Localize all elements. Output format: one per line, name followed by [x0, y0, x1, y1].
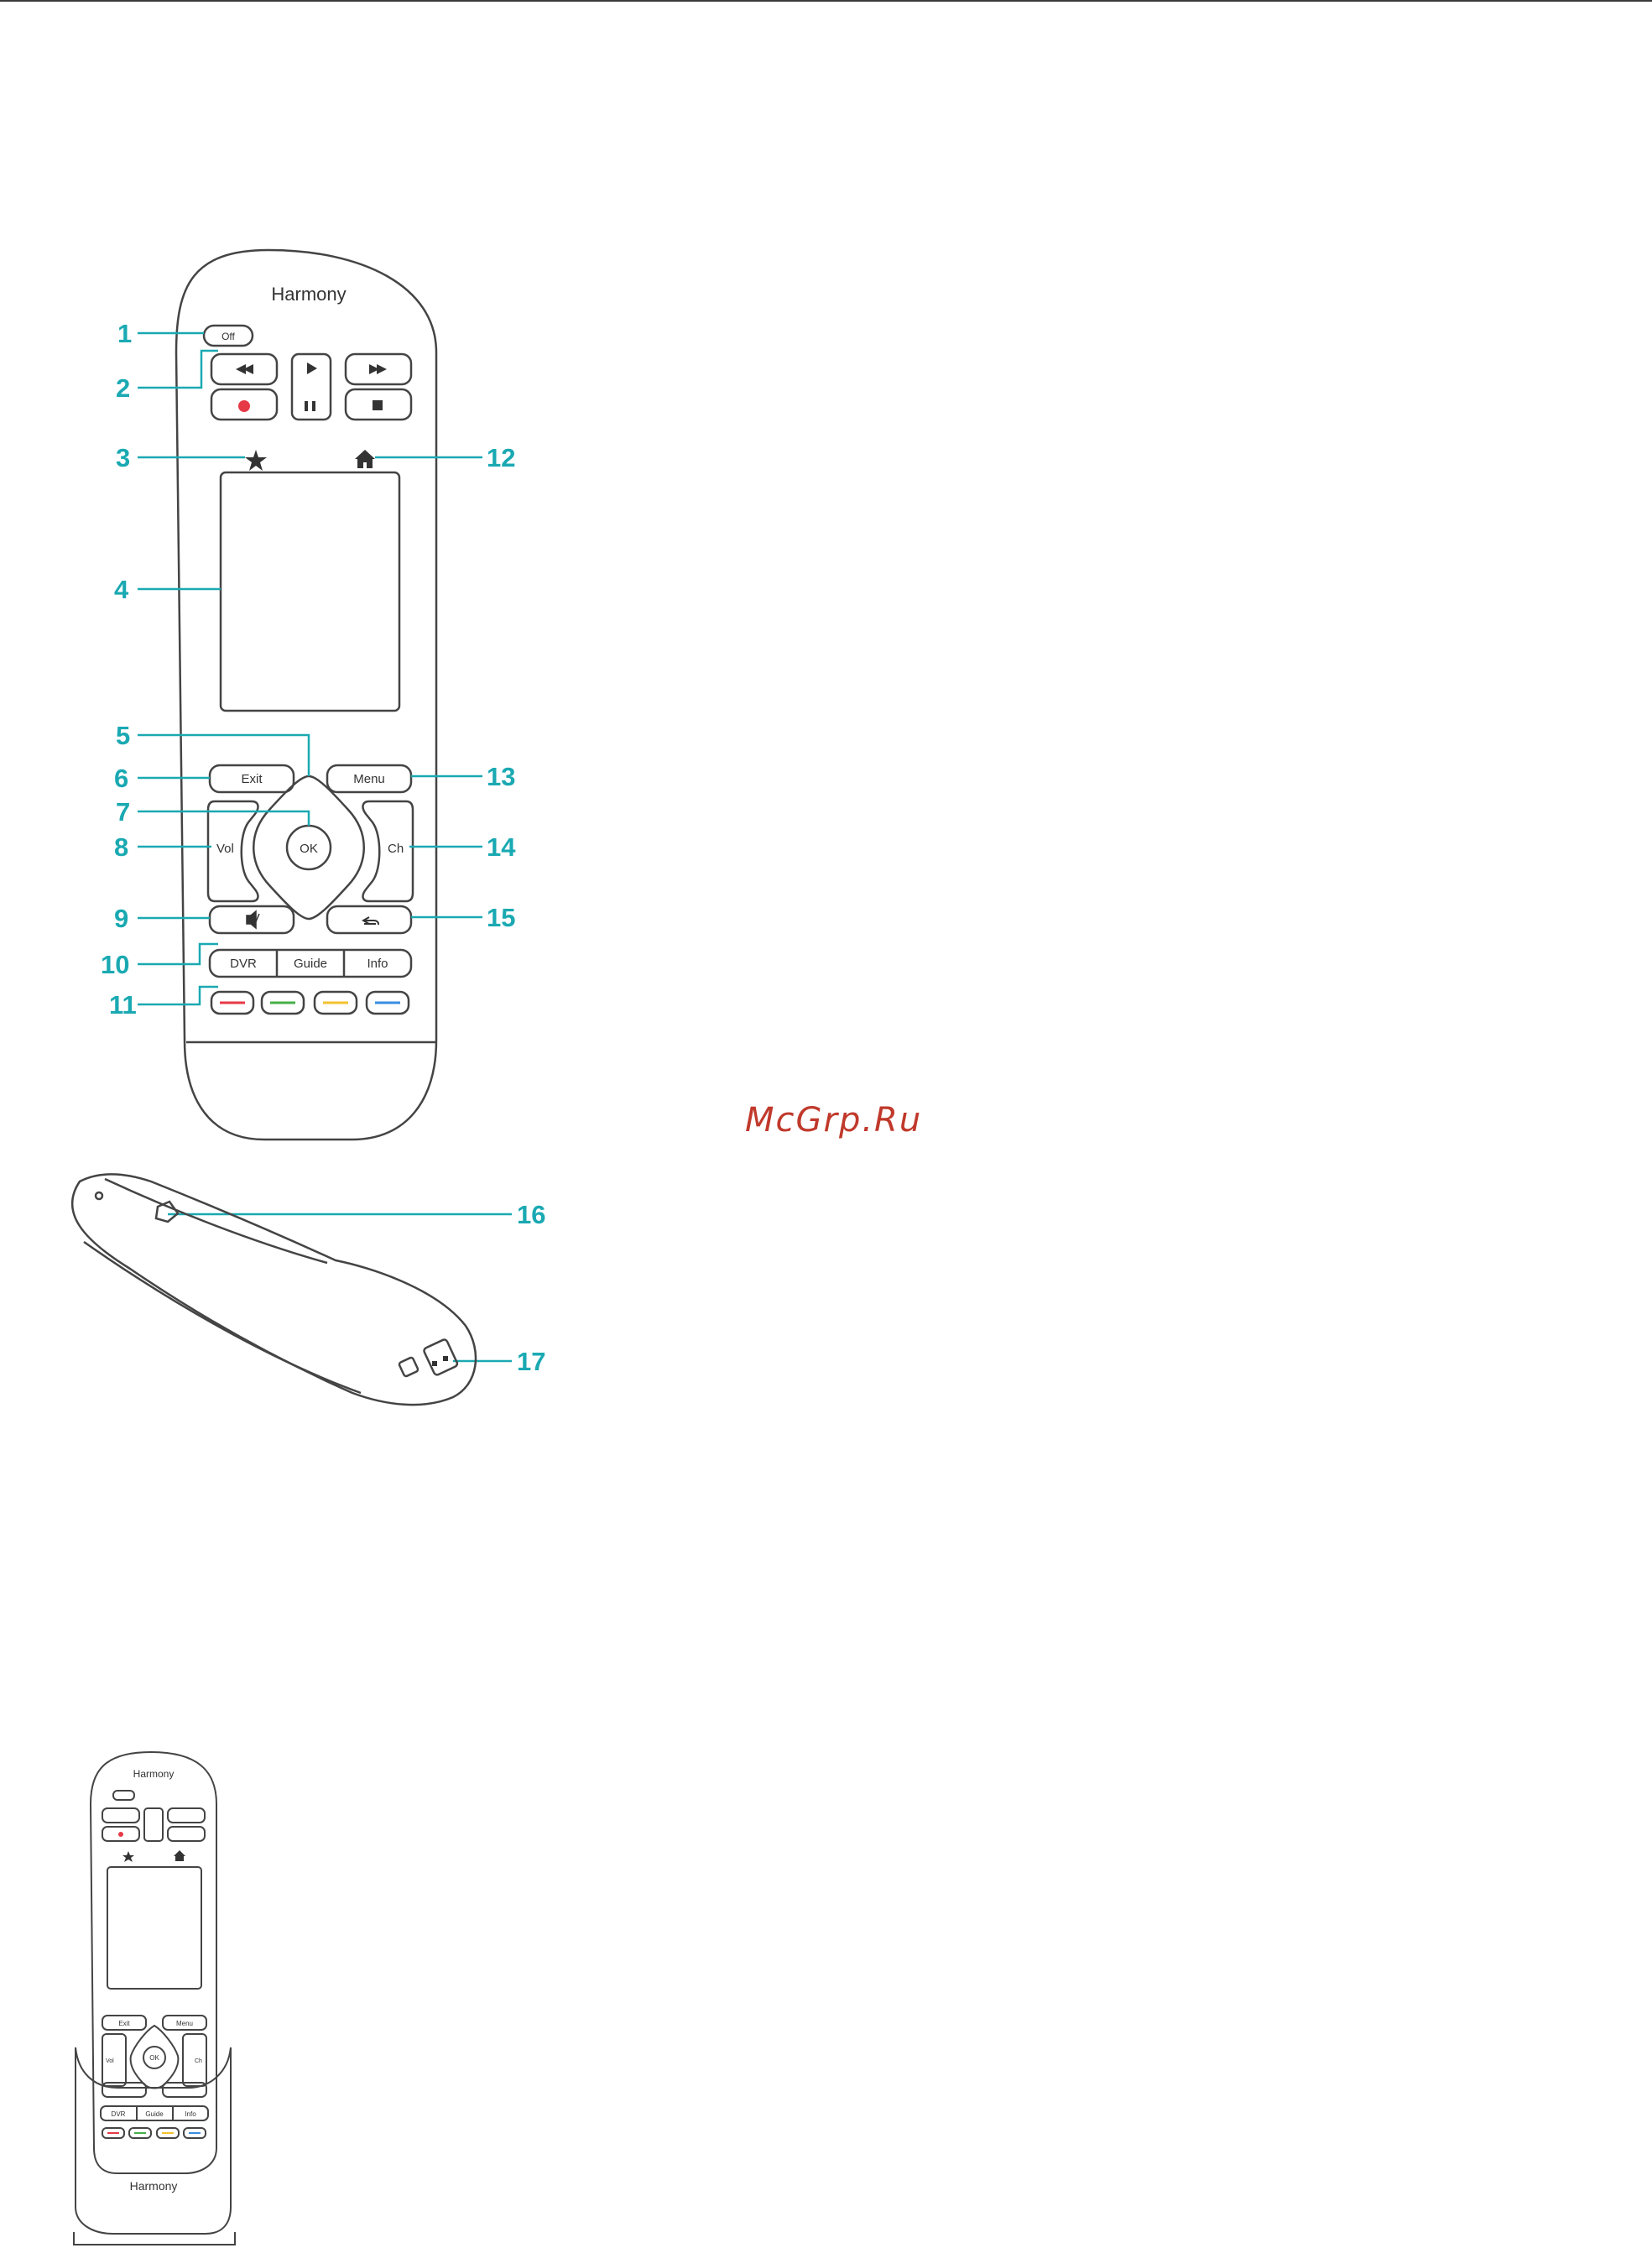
remote-back-outline: [72, 1174, 476, 1405]
dvr-button[interactable]: DVR: [230, 957, 257, 971]
channel-label: Ch: [388, 842, 404, 856]
callout-3: 3: [116, 443, 130, 472]
remote-in-cradle: [74, 1752, 235, 2245]
mini-fast-forward: [168, 1808, 205, 1823]
mini-stop: [168, 1827, 205, 1841]
callout-11: 11: [109, 990, 137, 1020]
callout-16: 16: [517, 1200, 545, 1229]
callout-2: 2: [116, 373, 130, 403]
callout-7: 7: [116, 797, 130, 827]
mini-ok-label: OK: [149, 2054, 159, 2062]
callout-1: 1: [117, 319, 132, 348]
mini-guide-label: Guide: [145, 2110, 164, 2118]
leader-5: [138, 735, 309, 776]
pause-icon: [305, 401, 315, 411]
callout-17: 17: [517, 1347, 545, 1376]
leader-2: [138, 351, 218, 388]
mini-info-label: Info: [185, 2110, 196, 2118]
callout-leaders: [138, 333, 512, 1361]
back-icon: [363, 917, 378, 925]
fast-forward-icon: [369, 364, 387, 374]
charging-contacts[interactable]: [423, 1338, 458, 1375]
off-label: Off: [221, 331, 235, 342]
callout-13: 13: [487, 762, 515, 791]
leader-10: [138, 944, 218, 964]
color-buttons: [211, 992, 409, 1014]
callout-10: 10: [101, 950, 129, 979]
cradle-brand-label: Harmony: [130, 2179, 178, 2193]
rewind-icon: [236, 364, 253, 374]
guide-button[interactable]: Guide: [294, 957, 327, 971]
callout-5: 5: [116, 721, 130, 750]
mini-brand-label: Harmony: [133, 1768, 175, 1780]
leader-7: [138, 811, 309, 826]
ok-label: OK: [300, 842, 318, 856]
info-button[interactable]: Info: [367, 957, 388, 971]
remote-back: [72, 1174, 476, 1405]
mini-home-icon: [174, 1850, 185, 1861]
mini-exit-label: Exit: [118, 2020, 130, 2027]
charging-cradle: [76, 2047, 231, 2234]
mini-menu-label: Menu: [176, 2020, 193, 2027]
mini-screen: [107, 1867, 201, 1989]
charging-contacts-detail: [432, 1356, 448, 1366]
led-dot: [96, 1192, 102, 1199]
mute-icon: [247, 911, 259, 928]
volume-label: Vol: [216, 842, 234, 856]
exit-label: Exit: [241, 772, 263, 786]
mini-play-pause: [144, 1808, 163, 1841]
mini-star-icon: [122, 1851, 134, 1862]
watermark-text: McGrp.Ru: [745, 1101, 922, 1140]
callout-15: 15: [487, 903, 515, 932]
star-icon[interactable]: [245, 450, 267, 471]
charging-pad: [399, 1357, 419, 1377]
mini-dvr-label: DVR: [112, 2110, 126, 2118]
mini-ch-label: Ch: [195, 2058, 202, 2064]
home-icon[interactable]: [355, 450, 375, 468]
callout-14: 14: [487, 832, 516, 862]
play-pause-button[interactable]: [292, 354, 331, 420]
leader-11: [138, 987, 218, 1004]
button-16[interactable]: [156, 1202, 178, 1222]
brand-label: Harmony: [271, 284, 346, 305]
touch-screen[interactable]: [221, 472, 399, 711]
play-icon: [307, 362, 317, 374]
mini-rewind: [102, 1808, 139, 1823]
mini-vol-label: Vol: [106, 2058, 114, 2064]
menu-label: Menu: [353, 772, 385, 786]
callout-6: 6: [114, 764, 128, 793]
callout-8: 8: [114, 832, 128, 862]
mini-off-button: [113, 1791, 134, 1800]
callout-9: 9: [114, 904, 128, 933]
callout-12: 12: [487, 443, 515, 472]
stop-icon: [373, 400, 383, 410]
record-icon: [238, 400, 250, 412]
mini-record-icon: [118, 1832, 123, 1837]
callout-4: 4: [114, 575, 129, 604]
